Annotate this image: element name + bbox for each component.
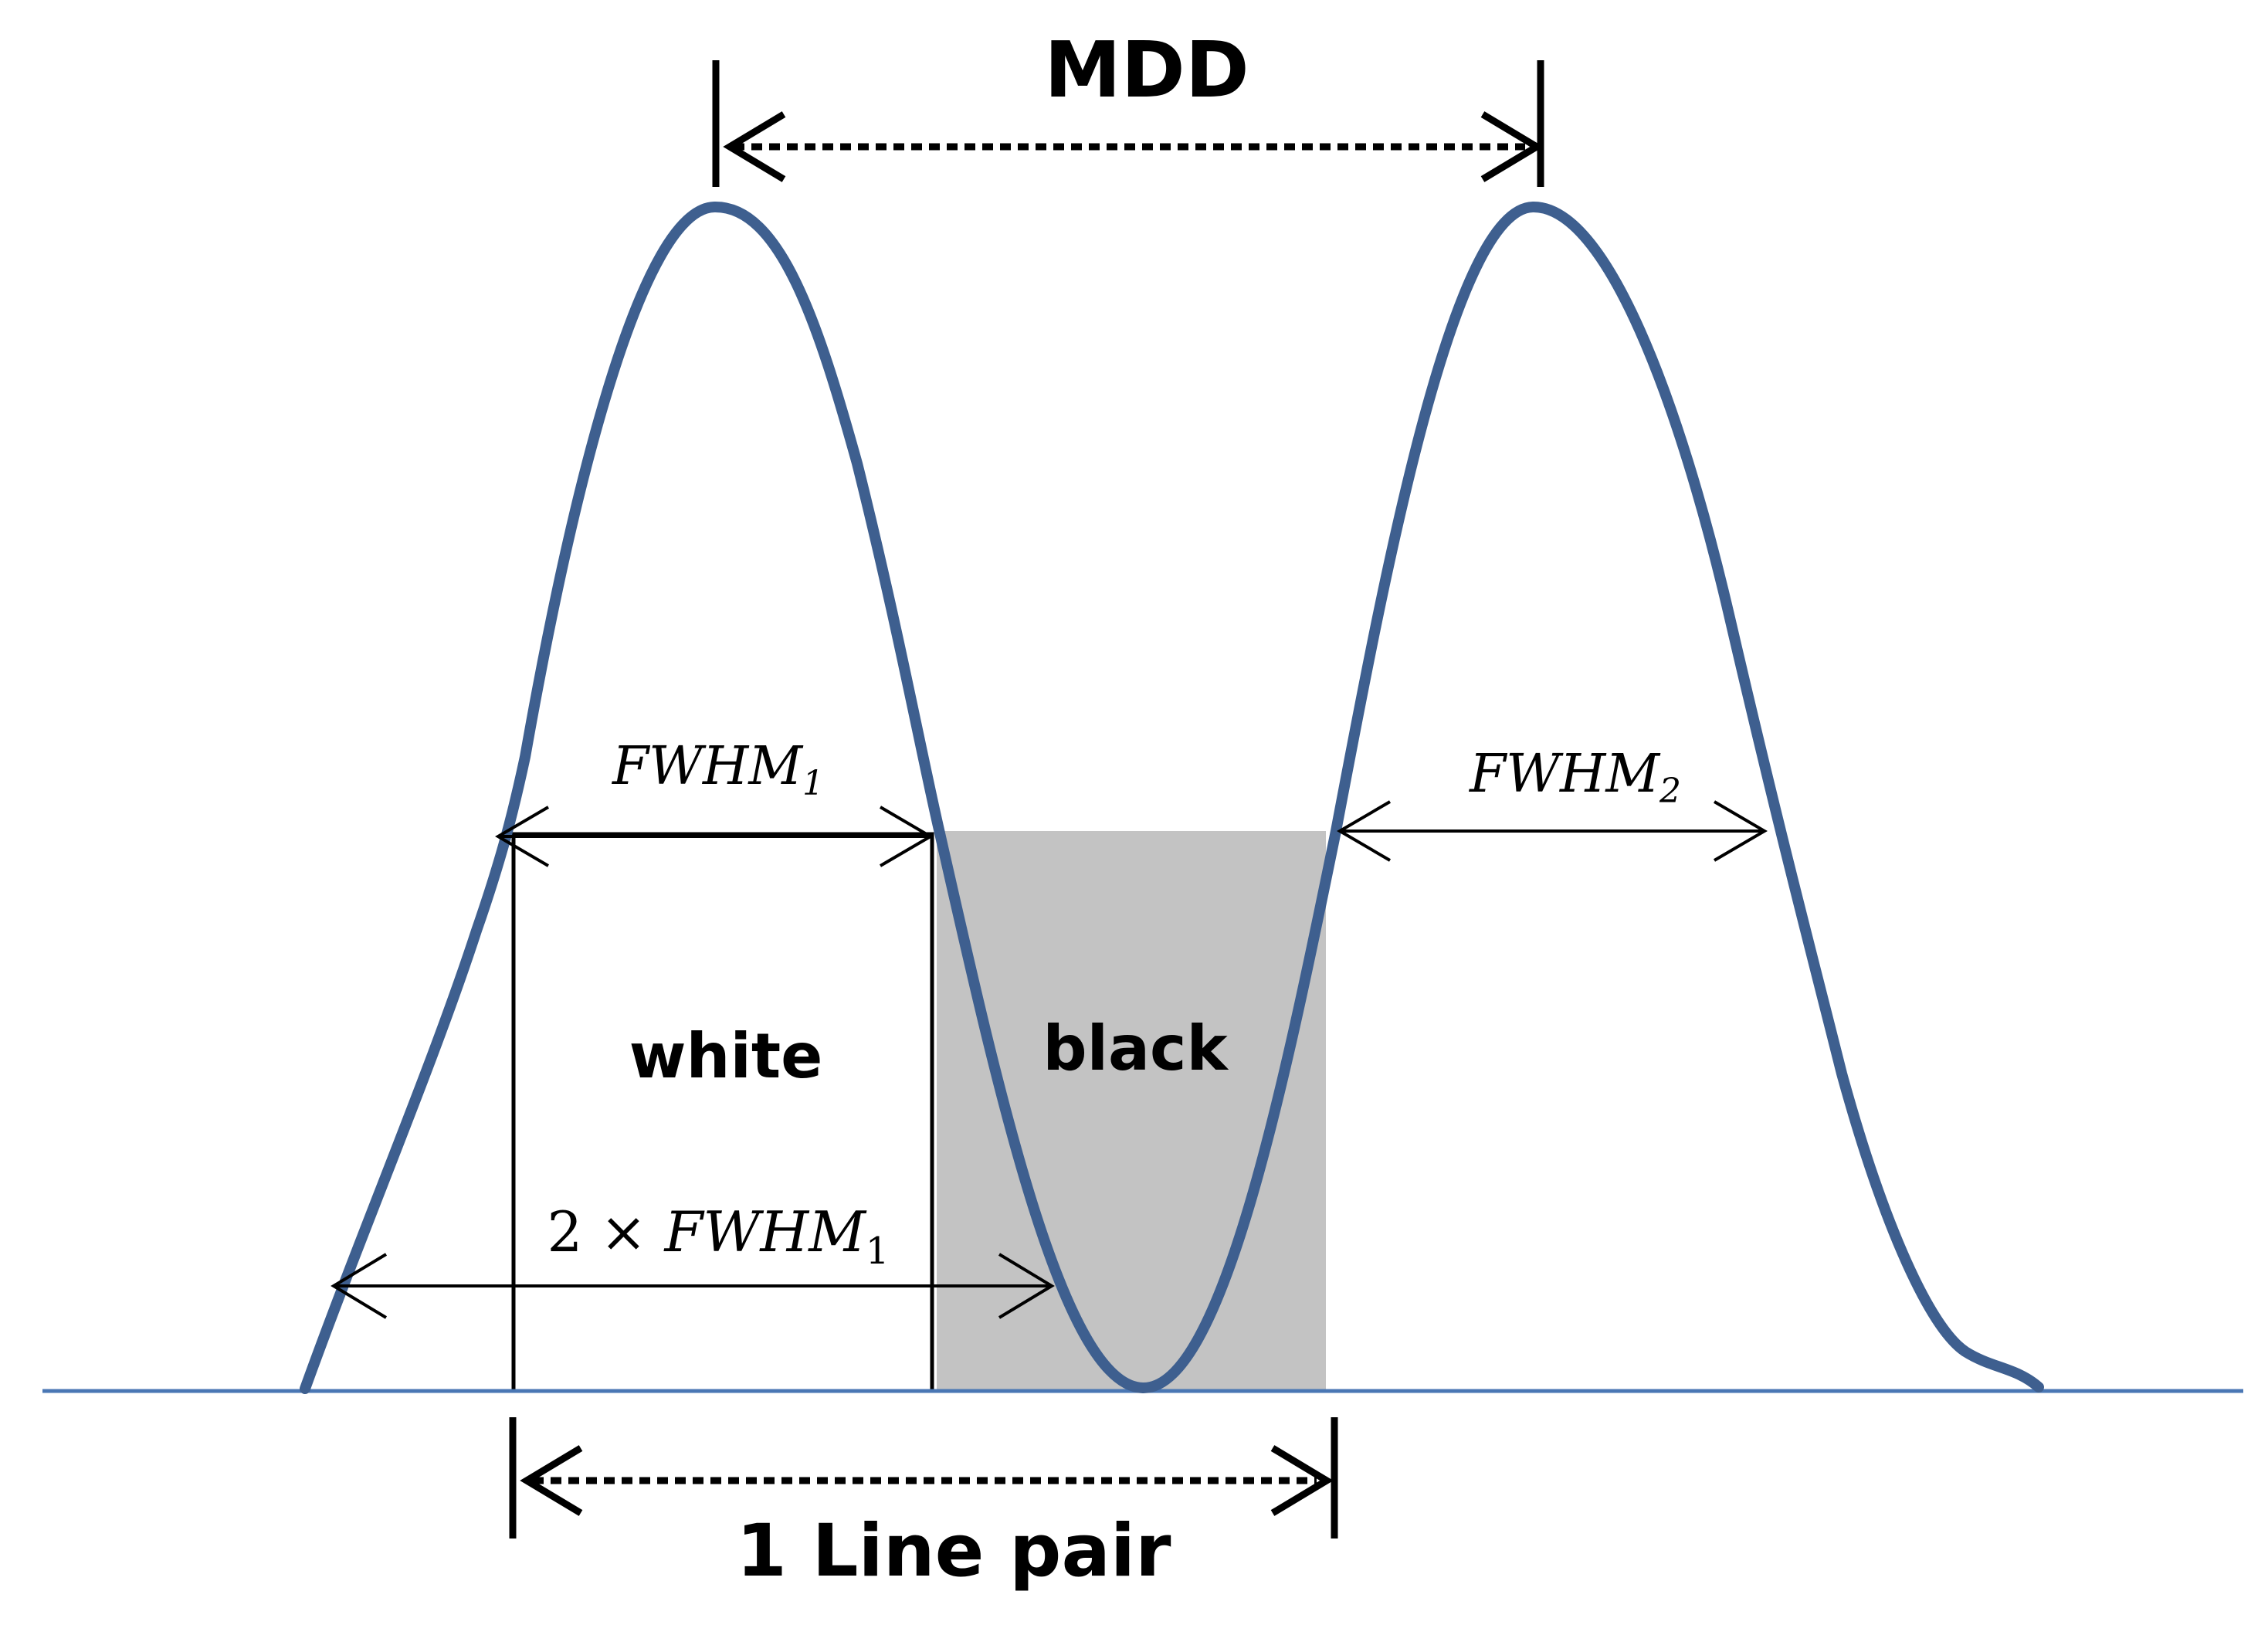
black-label: black <box>1042 1013 1229 1084</box>
line-pair-label: 1 Line pair <box>737 1509 1172 1593</box>
mdd-label: MDD <box>1044 25 1249 115</box>
fwhm2-dimension <box>1337 800 1768 862</box>
fwhm2-label: FWHM2 <box>1468 744 1681 811</box>
black-band <box>937 831 1326 1391</box>
white-label: white <box>629 1020 823 1092</box>
line-pair-dimension <box>509 1417 1338 1538</box>
double-fwhm1-dimension <box>331 1253 1055 1319</box>
fwhm1-dimension <box>495 806 934 867</box>
double-fwhm1-label: 2 × FWHM1 <box>548 1199 890 1273</box>
mdd-dimension <box>712 60 1544 187</box>
intensity-profile-curve <box>300 201 2044 1394</box>
fwhm1-label: FWHM1 <box>611 736 824 803</box>
white-band <box>511 832 934 1393</box>
